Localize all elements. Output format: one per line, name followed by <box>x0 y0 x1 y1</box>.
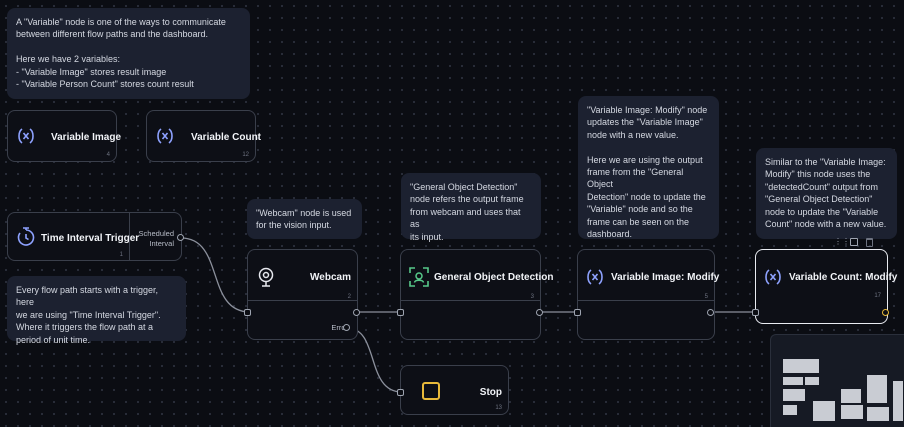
node-variable-image-modify[interactable]: Variable Image: Modify 5 <box>577 249 719 340</box>
minimap-node <box>813 401 835 421</box>
port-count-modify-input[interactable] <box>752 309 759 316</box>
minimap-node <box>841 389 861 403</box>
note-image-modify: "Variable Image: Modify" node updates th… <box>578 96 719 239</box>
node-id: 2 <box>347 294 351 300</box>
minimap-node <box>867 407 889 421</box>
output-divider <box>129 213 130 260</box>
minimap-node <box>805 377 819 385</box>
output-label-error: Error <box>331 323 348 332</box>
node-id: 3 <box>530 294 534 300</box>
drag-handle-icon[interactable]: ⋮⋮ <box>834 237 850 246</box>
port-image-modify-input[interactable] <box>574 309 581 316</box>
variable-icon <box>157 128 173 144</box>
minimap-node <box>841 405 863 419</box>
minimap-node <box>783 359 819 373</box>
node-title: Time Interval Trigger <box>41 233 140 244</box>
node-webcam[interactable]: Webcam 2 Error <box>247 249 358 340</box>
node-id: 4 <box>106 152 110 158</box>
node-time-interval-trigger[interactable]: Time Interval Trigger Scheduled Interval… <box>7 212 182 261</box>
node-id: 17 <box>874 293 881 299</box>
node-id: 12 <box>242 152 249 158</box>
port-trigger-output[interactable] <box>177 234 184 241</box>
port-webcam-output[interactable] <box>353 309 360 316</box>
node-title: Variable Count: Modify <box>789 272 898 283</box>
node-id: 5 <box>704 294 708 300</box>
variable-icon <box>587 269 603 285</box>
minimap-node <box>867 375 887 403</box>
note-count-modify: Similar to the "Variable Image: Modify" … <box>756 148 897 239</box>
port-stop-input[interactable] <box>397 389 404 396</box>
minimap-node <box>783 377 803 385</box>
copy-icon[interactable] <box>850 238 858 246</box>
note-variable-intro: A "Variable" node is one of the ways to … <box>7 8 250 99</box>
delete-icon[interactable] <box>866 238 873 247</box>
variable-icon <box>18 128 34 144</box>
timer-icon <box>17 227 35 246</box>
node-stop[interactable]: Stop 13 <box>400 365 509 415</box>
output-label-scheduled-interval: Scheduled Interval <box>138 229 174 248</box>
node-title: Variable Image <box>51 132 122 143</box>
note-trigger: Every flow path starts with a trigger, h… <box>7 276 186 345</box>
node-title: General Object Detection <box>434 272 554 283</box>
minimap-node <box>783 389 805 401</box>
node-variable-count-modify[interactable]: Variable Count: Modify 17 <box>755 249 897 324</box>
webcam-icon <box>258 267 274 287</box>
stop-icon <box>422 382 440 400</box>
note-detection: "General Object Detection" node refers t… <box>401 173 541 242</box>
port-webcam-input[interactable] <box>244 309 251 316</box>
minimap-node <box>893 381 903 421</box>
node-title: Stop <box>479 387 502 398</box>
port-count-modify-output[interactable] <box>882 309 889 316</box>
minimap[interactable] <box>770 334 904 427</box>
node-toolbar: ⋮⋮ <box>832 237 882 248</box>
node-id: 1 <box>119 252 123 258</box>
port-webcam-error[interactable] <box>343 324 350 331</box>
node-title: Webcam <box>310 272 351 283</box>
port-detection-output[interactable] <box>536 309 543 316</box>
node-id: 13 <box>495 405 502 411</box>
node-title: Variable Image: Modify <box>611 272 720 283</box>
variable-icon <box>765 269 781 285</box>
port-detection-input[interactable] <box>397 309 404 316</box>
node-title: Variable Count <box>191 132 262 143</box>
node-divider <box>248 300 357 301</box>
port-image-modify-output[interactable] <box>707 309 714 316</box>
minimap-node <box>783 405 797 415</box>
node-general-object-detection[interactable]: General Object Detection 3 <box>400 249 553 340</box>
note-webcam: "Webcam" node is used for the vision inp… <box>247 199 362 239</box>
detection-icon <box>409 267 429 287</box>
node-divider <box>401 300 540 301</box>
node-divider <box>578 300 714 301</box>
wire-trigger-webcam <box>180 237 251 313</box>
node-variable-image[interactable]: Variable Image 4 <box>7 110 121 162</box>
node-variable-count[interactable]: Variable Count 12 <box>146 110 261 162</box>
